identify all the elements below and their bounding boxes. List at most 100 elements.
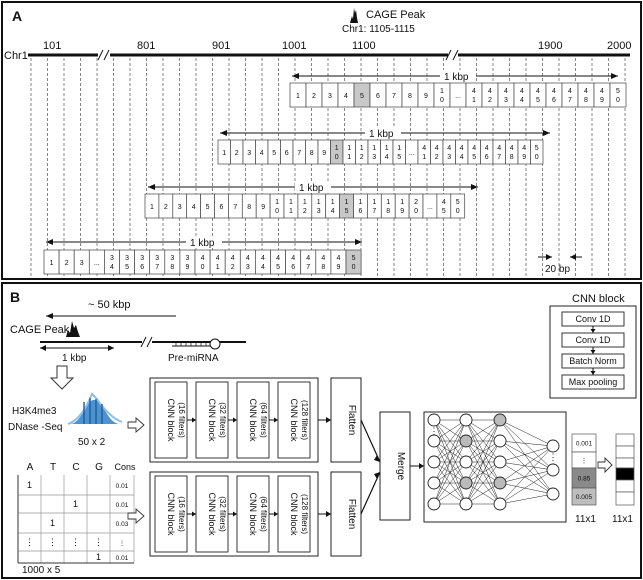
- cnn-block-name: CNN block: [166, 398, 176, 442]
- bin-cell-label: 0: [456, 208, 460, 215]
- bin-cell-label: 4: [460, 154, 464, 161]
- right-arrow-top-icon: [127, 417, 145, 433]
- bin-cell-label: 7: [297, 150, 301, 157]
- bin-cell-label: 4: [261, 255, 265, 262]
- cnn-legend-title: CNN block: [572, 293, 625, 305]
- bin-cell-label: 0: [440, 97, 444, 104]
- bin-cell-label: 1: [422, 154, 426, 161]
- break-mark-1: [97, 49, 110, 61]
- bin-cell-label: 4: [216, 255, 220, 262]
- bin-cell-label: 3: [372, 154, 376, 161]
- bin-cell-label: 4: [472, 145, 476, 152]
- cnn-block-name: CNN block: [289, 492, 299, 536]
- cage-peak-icon-b: [66, 321, 80, 337]
- bin-cell-label: 9: [522, 154, 526, 161]
- cnn-block-filters: (16 filters): [177, 402, 186, 438]
- bin-cell-label: 4: [201, 255, 205, 262]
- position-101: 101: [43, 40, 61, 52]
- output-probability-vector: 0.001⋮0.850.005: [571, 433, 597, 506]
- bin-cell-label: ...: [455, 93, 461, 100]
- matrix-cell-value: 1: [27, 480, 32, 490]
- bin-cell-label: 1: [345, 199, 349, 206]
- bin-cell-label: 2: [360, 154, 364, 161]
- bin-cell-label: 4: [385, 154, 389, 161]
- bin-cell-label: 6: [219, 204, 223, 211]
- cnn-block-bottom-1: [154, 475, 188, 553]
- bin-cell-label: 5: [535, 145, 539, 152]
- bin-cell-label: 2: [164, 204, 168, 211]
- position-1001: 1001: [282, 40, 306, 52]
- bin-cell-label: 5: [352, 255, 356, 262]
- bin-cell-label: 3: [317, 208, 321, 215]
- conservation-value: 0.01: [116, 502, 129, 509]
- cnn-legend-step: Conv 1D: [575, 314, 611, 324]
- network-ellipsis: ⋮: [430, 426, 439, 436]
- bin-cell-label: 3: [185, 255, 189, 262]
- bin-cell-label: 1: [372, 199, 376, 206]
- bin-cell-label: 5: [272, 150, 276, 157]
- matrix-cell-value: ⋮: [25, 537, 34, 547]
- bin-cell-label: 2: [312, 93, 316, 100]
- cnn-block-name: CNN block: [207, 492, 217, 536]
- bin-cell-label: 1: [397, 145, 401, 152]
- cnn-block-name: CNN block: [248, 492, 258, 536]
- bin-cell-label: 0: [335, 154, 339, 161]
- bin-cell-label: 7: [568, 97, 572, 104]
- panel-b-label: B: [10, 289, 20, 305]
- bin-cell-label: 1: [347, 154, 351, 161]
- bin-cell: [609, 82, 627, 108]
- bin-cell-label: 4: [497, 145, 501, 152]
- bin-cell-label: 7: [306, 264, 310, 271]
- conservation-value: 0.01: [116, 555, 129, 562]
- bin-cell-label: 1: [400, 199, 404, 206]
- bin-cell-label: 9: [336, 264, 340, 271]
- cnn-block-top-2: [195, 381, 229, 459]
- bin-cell-label: 1: [472, 97, 476, 104]
- network-node: [459, 455, 473, 469]
- bin-cell-label: 3: [80, 260, 84, 267]
- output-class-vector: [615, 433, 635, 506]
- cnn-block-filters: (64 filters): [259, 496, 268, 532]
- output-class-cell: [615, 467, 635, 481]
- bin-cell-label: 4: [552, 88, 556, 95]
- bin-cell-label: 8: [584, 97, 588, 104]
- network-ellipsis: ⋮: [549, 452, 558, 462]
- span-1kbp-arrow: 1 kbp: [40, 345, 114, 364]
- flatten-box-top: [330, 377, 362, 463]
- bin-cell-label: 5: [616, 88, 620, 95]
- cnn-block-name: CNN block: [248, 398, 258, 442]
- output-class-cell: [615, 457, 635, 469]
- network-node: [459, 497, 473, 511]
- bin-cell-label: 7: [372, 208, 376, 215]
- output-value: ⋮: [581, 458, 588, 465]
- output-class-cell: [615, 445, 635, 459]
- bin-cell-label: 4: [504, 88, 508, 95]
- bin-cell-label: 4: [276, 255, 280, 262]
- network-node: [546, 439, 560, 453]
- span-50kbp-arrow: ~ 50 kbp: [46, 299, 176, 319]
- bin-cell-label: 6: [485, 154, 489, 161]
- cnn-block-name: CNN block: [207, 398, 217, 442]
- bin-cell-label: 4: [584, 88, 588, 95]
- svg-text:1 kbp: 1 kbp: [444, 72, 469, 83]
- bin-cell-label: 6: [376, 93, 380, 100]
- flatten-label-bottom: Flatten: [346, 499, 357, 530]
- bin-cell-label: 0: [414, 208, 418, 215]
- cnn-block-filters: (128 filters): [300, 400, 309, 440]
- pre-mirna-label: Pre-miRNA: [168, 353, 219, 364]
- bin-cell-label: 4: [520, 97, 524, 104]
- svg-text:20 bp: 20 bp: [545, 264, 570, 275]
- matrix-header: G: [95, 462, 103, 473]
- output-value-cell: [571, 487, 597, 506]
- bin-cell-label: 1: [386, 199, 390, 206]
- panel-b-frame: [1, 282, 642, 579]
- svg-text:1 kbp: 1 kbp: [62, 353, 87, 364]
- cnn-block-top-4: [277, 381, 311, 459]
- cnn-block-filters: (32 filters): [218, 402, 227, 438]
- bin-cell-label: 4: [522, 145, 526, 152]
- svg-text:1 kbp: 1 kbp: [190, 238, 215, 249]
- bin-cell-label: 2: [235, 150, 239, 157]
- span-arrow-row-2: 1 kbp: [220, 127, 550, 140]
